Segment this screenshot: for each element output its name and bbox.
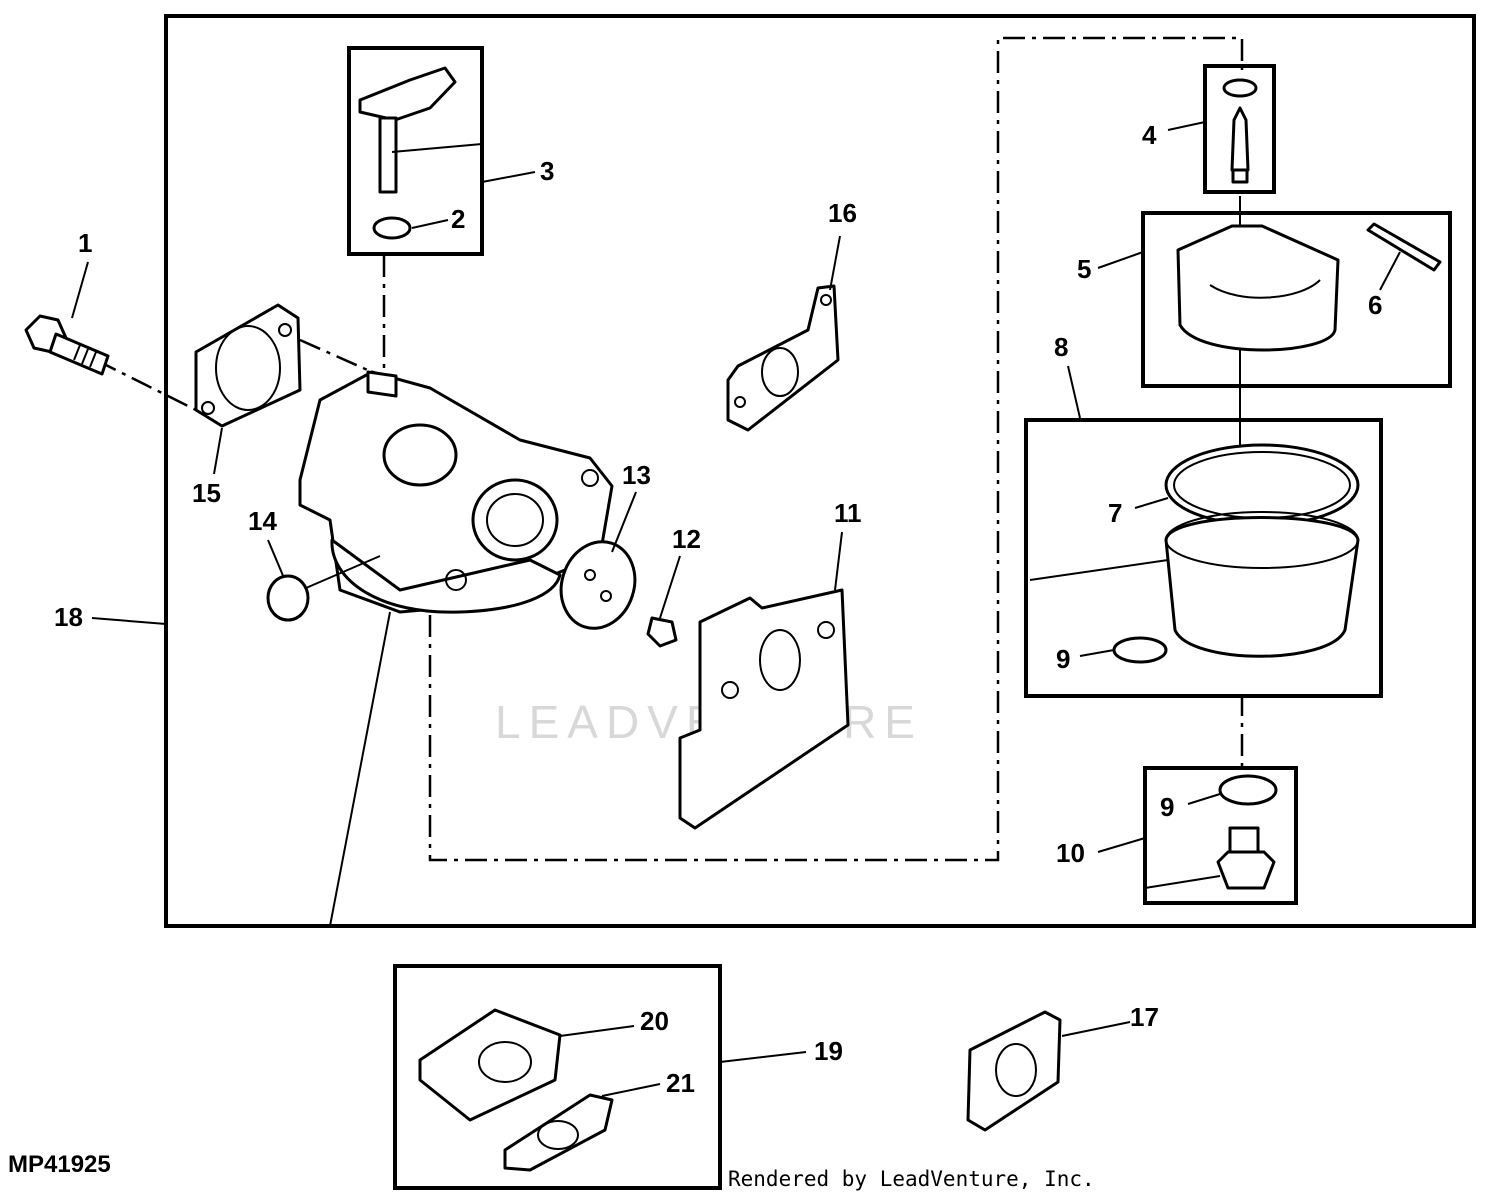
leader-line-8b <box>1029 559 1169 581</box>
callout-8: 8 <box>1054 332 1068 362</box>
leader-line-13 <box>611 491 637 553</box>
callout-1: 1 <box>78 228 92 258</box>
callout-6: 6 <box>1368 290 1382 320</box>
leader-line-6 <box>1379 251 1401 291</box>
leader-line-15 <box>213 427 223 475</box>
spacer-gasket-part <box>503 1093 614 1172</box>
leader-line-3 <box>481 171 536 183</box>
leader-line-4 <box>1167 121 1206 131</box>
float-group-box <box>1141 211 1452 388</box>
fuel-bowl-part <box>1164 511 1360 658</box>
leader-line-14 <box>267 539 285 579</box>
bowl-nut-group-box <box>1143 766 1298 905</box>
leader-line-16 <box>829 235 841 291</box>
throttle-shaft-group-box <box>347 46 484 256</box>
welch-plug-part <box>266 574 310 622</box>
leader-line-12 <box>659 555 681 619</box>
leader-line-21 <box>601 1083 661 1097</box>
callout-14: 14 <box>248 506 277 536</box>
inlet-needle-part <box>1222 78 1258 184</box>
leader-line-20 <box>559 1025 635 1037</box>
throttle-plate-part <box>559 540 637 630</box>
callout-5: 5 <box>1077 254 1091 284</box>
leader-line-3b <box>391 143 483 153</box>
throttle-shaft-part <box>358 66 457 240</box>
separate-gasket-part <box>966 1010 1062 1132</box>
fuel-bowl-group-box <box>1024 418 1383 698</box>
leader-line-9b <box>1187 793 1221 805</box>
float-part <box>1176 224 1340 352</box>
leader-line-5 <box>1097 251 1144 269</box>
callout-15: 15 <box>192 478 221 508</box>
leader-line-8 <box>1067 365 1081 419</box>
callout-3: 3 <box>540 156 554 186</box>
callout-7: 7 <box>1108 498 1122 528</box>
callout-17: 17 <box>1130 1002 1159 1032</box>
render-credit: Rendered by LeadVenture, Inc. <box>728 1167 1095 1191</box>
callout-2: 2 <box>451 204 465 234</box>
carburetor-assembly-frame <box>164 14 1476 928</box>
callout-9-bowl: 9 <box>1056 644 1070 674</box>
leader-line-11 <box>834 531 843 591</box>
throttle-screw-part <box>646 616 678 648</box>
leader-line-1 <box>71 261 89 319</box>
leader-line-9a <box>1079 649 1115 657</box>
float-pin-part <box>1366 222 1442 272</box>
assembly-path-line <box>428 36 1244 862</box>
leader-line-18b <box>329 611 391 927</box>
leader-line-2 <box>411 219 449 229</box>
mounting-gasket-part <box>726 284 840 432</box>
spacer-part <box>418 1008 562 1122</box>
leader-line-19 <box>719 1051 807 1063</box>
callout-13: 13 <box>622 460 651 490</box>
assembly-path-line <box>299 338 373 374</box>
assembly-path-line <box>95 358 197 412</box>
inlet-needle-group-box <box>1203 64 1276 194</box>
leader-line-17 <box>1061 1021 1131 1037</box>
callout-20: 20 <box>640 1006 669 1036</box>
bolt-part <box>24 314 110 376</box>
leader-line-10b <box>1144 875 1221 889</box>
intake-gasket-part <box>194 303 302 428</box>
carburetor-gasket-kit-box <box>393 964 722 1190</box>
leader-line-18 <box>91 617 167 625</box>
leader-line-7 <box>1134 497 1169 509</box>
nut-washer-part <box>1218 774 1278 806</box>
callout-9-nut: 9 <box>1160 792 1174 822</box>
bowl-washer-part <box>1112 636 1168 664</box>
callout-21: 21 <box>666 1068 695 1098</box>
heat-shield-part <box>678 588 850 830</box>
bowl-nut-part <box>1216 826 1276 890</box>
callout-11: 11 <box>834 498 862 528</box>
leader-line-10 <box>1097 837 1146 853</box>
callout-4: 4 <box>1142 120 1157 150</box>
callout-19: 19 <box>814 1036 843 1066</box>
assembly-path-line <box>305 555 381 589</box>
callout-10: 10 <box>1056 838 1085 868</box>
drawing-id: MP41925 <box>8 1151 111 1178</box>
callout-18: 18 <box>54 602 83 632</box>
callout-12: 12 <box>672 524 701 554</box>
callout-16: 16 <box>828 198 857 228</box>
